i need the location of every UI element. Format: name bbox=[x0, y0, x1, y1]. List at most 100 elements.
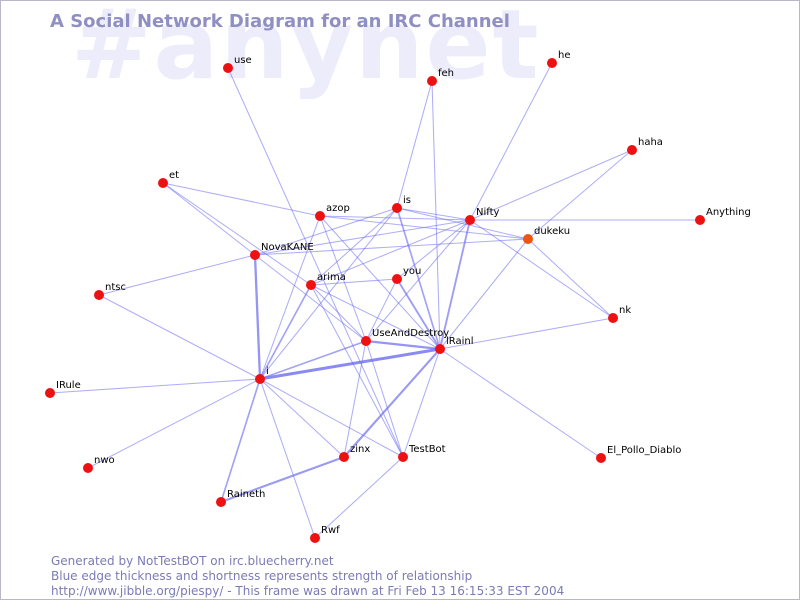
node-label-is: is bbox=[403, 195, 411, 206]
node-dot-dukeku bbox=[523, 234, 533, 244]
node-label-ntsc: ntsc bbox=[105, 282, 126, 293]
node-dot-Nifty bbox=[465, 215, 475, 225]
edge-i-Raineth bbox=[220, 378, 261, 503]
node-label-i: i bbox=[266, 366, 269, 377]
node-label-he: he bbox=[558, 50, 571, 61]
edge-i-Rwf bbox=[259, 378, 316, 539]
node-label-Nifty: Nifty bbox=[476, 207, 500, 218]
node-label-Rwf: Rwf bbox=[321, 525, 340, 536]
edge-arima-you bbox=[310, 278, 398, 286]
node-label-haha: haha bbox=[638, 137, 663, 148]
edge-Nifty-nk bbox=[469, 219, 614, 319]
footer-generated-by: Generated by NotTestBOT on irc.bluecherr… bbox=[51, 554, 334, 568]
edge-i-ntsc bbox=[98, 294, 261, 380]
node-azop: azop bbox=[315, 203, 350, 221]
edge-IRainI-TestBot bbox=[402, 348, 441, 458]
node-TestBot: TestBot bbox=[398, 444, 446, 462]
edge-is-NovaKANE bbox=[254, 207, 398, 256]
node-label-Anything: Anything bbox=[706, 207, 751, 218]
node-label-Raineth: Raineth bbox=[227, 489, 265, 500]
edge-NovaKANE-UseAndDestroy bbox=[254, 254, 367, 342]
node-dot-zinx bbox=[339, 452, 349, 462]
edge-TestBot-Rwf bbox=[314, 456, 404, 539]
edge-Nifty-you bbox=[396, 219, 471, 280]
node-dot-you bbox=[392, 274, 402, 284]
edge-arima-i bbox=[259, 284, 312, 380]
edge-is-IRainI bbox=[396, 207, 441, 350]
edge-arima-IRainI bbox=[310, 284, 441, 350]
node-dot-haha bbox=[627, 145, 637, 155]
node-et: et bbox=[158, 170, 179, 188]
node-label-nk: nk bbox=[619, 305, 631, 316]
node-label-zinx: zinx bbox=[350, 444, 370, 455]
node-dot-Anything bbox=[695, 215, 705, 225]
edge-UseAndDestroy-i bbox=[259, 340, 367, 380]
edge-NovaKANE-i bbox=[253, 253, 262, 381]
node-IRainI: lRainl bbox=[435, 336, 474, 354]
edge-IRainI-nk bbox=[439, 317, 614, 350]
node-i: i bbox=[255, 366, 269, 384]
node-dot-El_Pollo_Diablo bbox=[596, 453, 606, 463]
node-nk: nk bbox=[608, 305, 631, 323]
edge-is-arima bbox=[310, 207, 398, 286]
edge-layer bbox=[49, 62, 701, 539]
edge-haha-dukeku bbox=[527, 149, 633, 240]
edge-et-arima bbox=[162, 182, 312, 286]
footer-legend-note: Blue edge thickness and shortness repres… bbox=[51, 569, 473, 583]
edge-dukeku-IRainI bbox=[439, 238, 529, 350]
node-dot-arima bbox=[306, 280, 316, 290]
edge-haha-Nifty bbox=[469, 149, 633, 221]
edge-NovaKANE-ntsc bbox=[98, 254, 256, 296]
edge-IRainI-i bbox=[258, 347, 442, 381]
edge-Nifty-arima bbox=[310, 219, 471, 286]
edge-NovaKANE-dukeku bbox=[254, 238, 529, 256]
node-label-dukeku: dukeku bbox=[534, 226, 570, 237]
edge-IRainI-zinx bbox=[342, 347, 442, 459]
edge-dukeku-nk bbox=[527, 238, 614, 319]
edge-Nifty-NovaKANE bbox=[254, 219, 471, 256]
edge-UseAndDestroy-IRainI bbox=[364, 339, 442, 351]
node-Rwf: Rwf bbox=[310, 525, 340, 543]
edge-he-Nifty bbox=[469, 62, 553, 221]
node-NovaKANE: NovaKANE bbox=[250, 242, 314, 260]
node-label-TestBot: TestBot bbox=[408, 444, 446, 455]
node-ntsc: ntsc bbox=[94, 282, 126, 300]
node-label-et: et bbox=[169, 170, 179, 181]
node-dot-nwo bbox=[83, 463, 93, 473]
node-dot-NovaKANE bbox=[250, 250, 260, 260]
edge-i-IRule bbox=[49, 378, 261, 394]
edge-arima-UseAndDestroy bbox=[310, 284, 367, 342]
node-label-azop: azop bbox=[326, 203, 350, 214]
node-label-UseAndDestroy: UseAndDestroy bbox=[372, 328, 449, 339]
node-label-IRainI: lRainl bbox=[446, 336, 474, 347]
node-dot-he bbox=[547, 58, 557, 68]
node-El_Pollo_Diablo: El_Pollo_Diablo bbox=[596, 445, 681, 463]
node-dot-UseAndDestroy bbox=[361, 336, 371, 346]
edge-i-TestBot bbox=[259, 378, 404, 458]
edge-azop-IRainI bbox=[319, 215, 441, 350]
node-dot-feh bbox=[427, 76, 437, 86]
node-label-feh: feh bbox=[438, 68, 454, 79]
node-dot-is bbox=[392, 203, 402, 213]
node-label-you: you bbox=[403, 266, 421, 277]
node-Nifty: Nifty bbox=[465, 207, 500, 225]
node-arima: arima bbox=[306, 272, 346, 290]
node-dot-IRainI bbox=[435, 344, 445, 354]
node-label-arima: arima bbox=[317, 272, 346, 283]
node-UseAndDestroy: UseAndDestroy bbox=[361, 328, 449, 346]
node-dot-i bbox=[255, 374, 265, 384]
node-dot-azop bbox=[315, 211, 325, 221]
edge-Nifty-IRainI bbox=[439, 219, 471, 350]
node-label-use: use bbox=[234, 55, 252, 66]
node-dot-et bbox=[158, 178, 168, 188]
footer: Generated by NotTestBOT on irc.bluecherr… bbox=[51, 554, 564, 599]
edge-UseAndDestroy-zinx bbox=[343, 340, 367, 458]
edge-azop-i bbox=[259, 215, 321, 380]
node-Raineth: Raineth bbox=[216, 489, 265, 507]
node-you: you bbox=[392, 266, 421, 284]
node-zinx: zinx bbox=[339, 444, 370, 462]
node-is: is bbox=[392, 195, 411, 213]
